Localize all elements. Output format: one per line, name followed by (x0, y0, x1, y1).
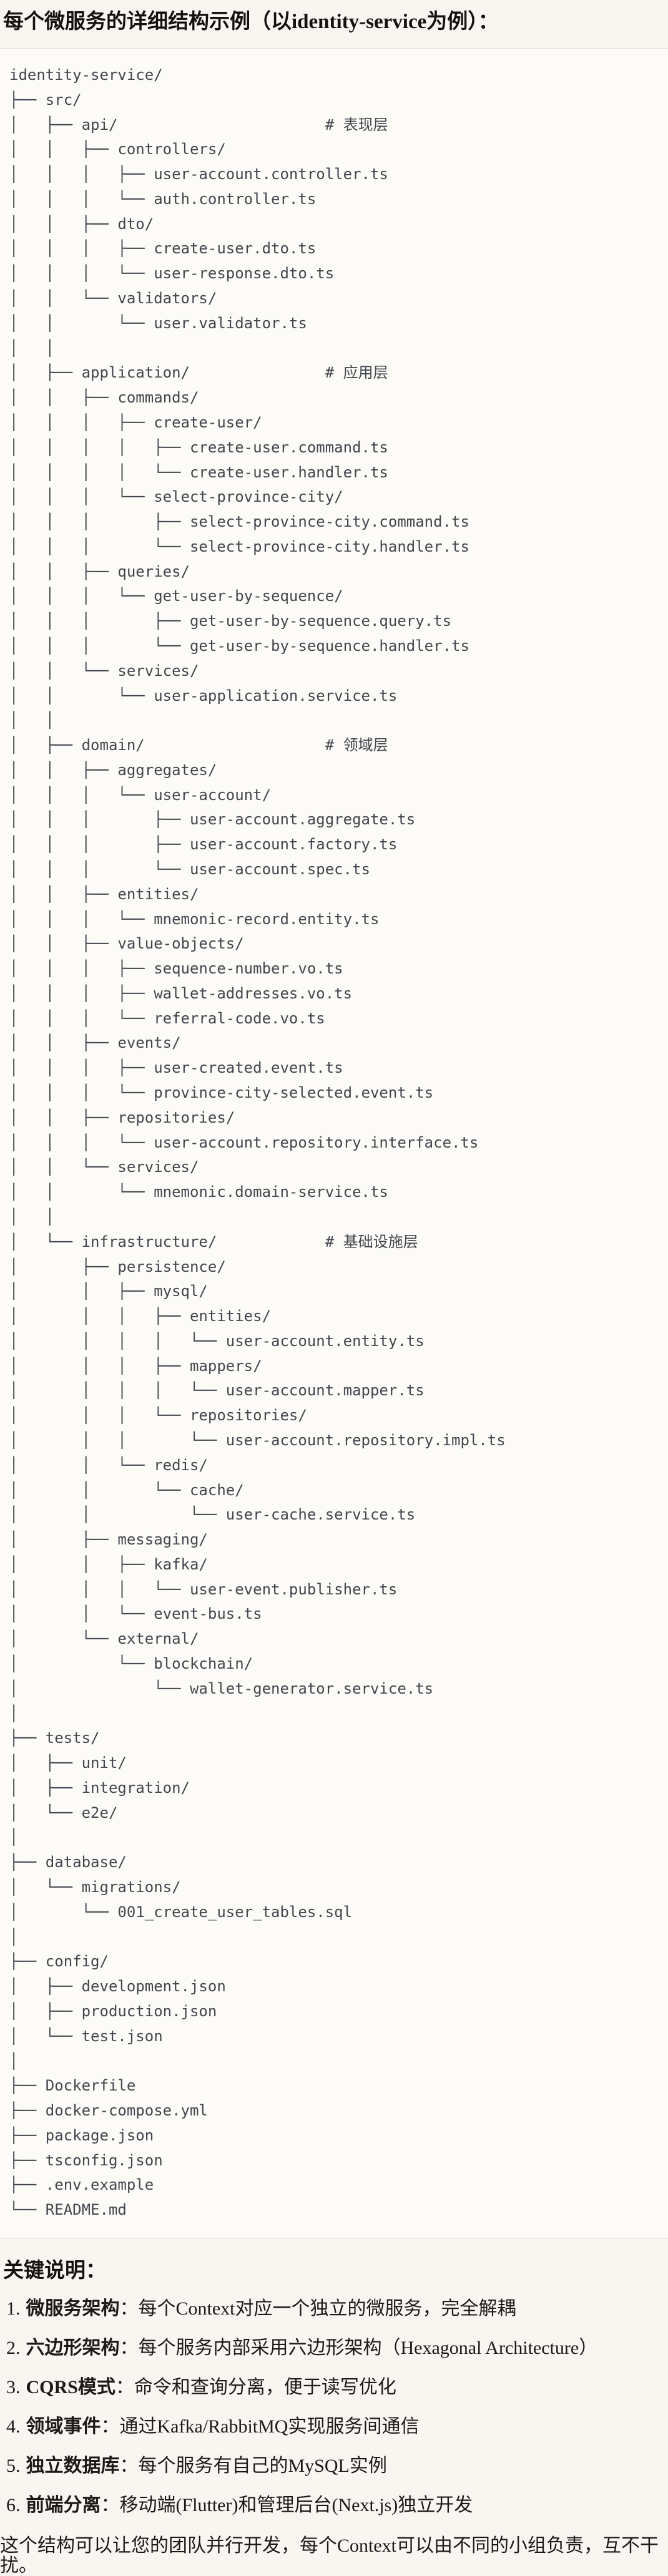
note-colon: ： (119, 2298, 139, 2319)
note-item-frontend-separation: 6.前端分离：移动端(Flutter)和管理后台(Next.js)独立开发 (6, 2494, 668, 2515)
directory-tree: identity-service/ ├── src/ │ ├── api/ # … (9, 66, 506, 2219)
code-block: identity-service/ ├── src/ │ ├── api/ # … (0, 48, 668, 2238)
note-item-cqrs: 3.CQRS模式：命令和查询分离，便于读写优化 (6, 2376, 668, 2398)
note-colon: ： (119, 2337, 139, 2358)
page-title: 每个微服务的详细结构示例（以identity-service为例）： (3, 11, 499, 33)
note-colon: ： (119, 2455, 139, 2476)
note-description: 通过Kafka/RabbitMQ实现服务间通信 (119, 2416, 420, 2437)
note-number: 2. (6, 2337, 21, 2358)
note-colon: ： (101, 2416, 120, 2437)
notes-list: 1.微服务架构：每个Context对应一个独立的微服务，完全解耦 2.六边形架构… (0, 2298, 668, 2515)
note-item-hexagonal: 2.六边形架构：每个服务内部采用六边形架构（Hexagonal Architec… (6, 2338, 668, 2358)
note-description: 命令和查询分离，便于读写优化 (134, 2376, 396, 2398)
note-term: 六边形架构 (26, 2337, 120, 2358)
note-description: 每个服务内部采用六边形架构（Hexagonal Architecture） (138, 2337, 598, 2358)
note-term: CQRS模式 (26, 2376, 115, 2398)
note-item-independent-db: 5.独立数据库：每个服务有自己的MySQL实例 (6, 2456, 668, 2476)
note-description: 每个Context对应一个独立的微服务，完全解耦 (138, 2298, 516, 2319)
note-term: 领域事件 (26, 2416, 101, 2437)
note-term: 独立数据库 (26, 2455, 120, 2476)
note-description: 每个服务有自己的MySQL实例 (138, 2455, 387, 2476)
note-number: 5. (6, 2455, 21, 2476)
note-term: 前端分离 (26, 2494, 101, 2515)
note-colon: ： (115, 2376, 134, 2398)
note-description: 移动端(Flutter)和管理后台(Next.js)独立开发 (119, 2494, 473, 2515)
note-item-domain-events: 4.领域事件：通过Kafka/RabbitMQ实现服务间通信 (6, 2416, 668, 2437)
note-term: 微服务架构 (26, 2298, 120, 2319)
note-colon: ： (101, 2494, 120, 2515)
note-number: 3. (6, 2376, 21, 2398)
note-item-microservice: 1.微服务架构：每个Context对应一个独立的微服务，完全解耦 (6, 2298, 668, 2319)
closing-paragraph: 这个结构可以让您的团队并行开发，每个Context可以由不同的小组负责，互不干扰… (0, 2535, 659, 2576)
notes-heading: 关键说明： (3, 2259, 106, 2282)
note-number: 1. (6, 2298, 21, 2319)
note-number: 6. (6, 2494, 21, 2515)
note-number: 4. (6, 2416, 21, 2437)
